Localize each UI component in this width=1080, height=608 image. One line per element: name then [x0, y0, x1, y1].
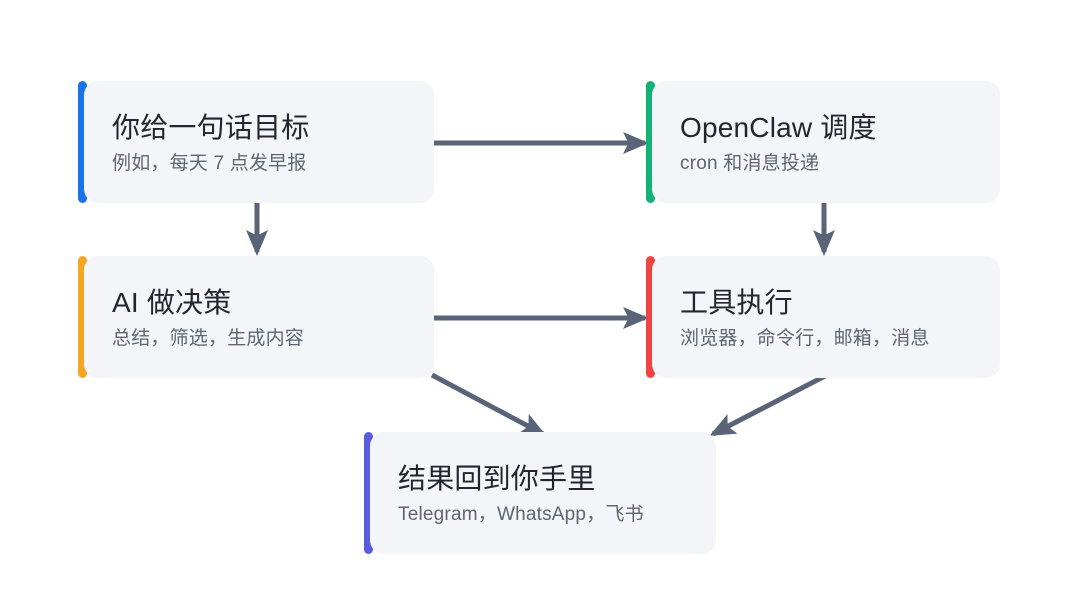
card-schedule-subtitle: cron 和消息投递	[680, 152, 820, 174]
card-tools-title: 工具执行	[680, 286, 793, 318]
card-tools[interactable]: 工具执行 浏览器，命令行，邮箱，消息	[646, 256, 1000, 378]
accent-bar-blue	[78, 81, 87, 203]
card-schedule-title: OpenClaw 调度	[680, 111, 877, 143]
accent-bar-purple	[364, 432, 373, 554]
accent-bar-green	[646, 81, 655, 203]
card-goal-subtitle: 例如，每天 7 点发早报	[112, 152, 307, 174]
card-ai-body: AI 做决策 总结，筛选，生成内容	[84, 256, 434, 378]
connector-ai-to-result	[430, 372, 547, 437]
connector-tools-to-result	[709, 372, 829, 437]
card-ai[interactable]: AI 做决策 总结，筛选，生成内容	[78, 256, 434, 378]
card-tools-subtitle: 浏览器，命令行，邮箱，消息	[680, 327, 930, 349]
card-ai-subtitle: 总结，筛选，生成内容	[112, 327, 305, 349]
card-goal-body: 你给一句话目标 例如，每天 7 点发早报	[84, 81, 434, 203]
card-result-body: 结果回到你手里 Telegram，WhatsApp，飞书	[370, 432, 716, 554]
accent-bar-orange	[78, 256, 87, 378]
card-schedule-body: OpenClaw 调度 cron 和消息投递	[652, 81, 1000, 203]
card-goal[interactable]: 你给一句话目标 例如，每天 7 点发早报	[78, 81, 434, 203]
card-schedule[interactable]: OpenClaw 调度 cron 和消息投递	[646, 81, 1000, 203]
card-result-subtitle: Telegram，WhatsApp，飞书	[398, 503, 644, 525]
accent-bar-red	[646, 256, 655, 378]
card-goal-title: 你给一句话目标	[112, 111, 310, 143]
card-result-title: 结果回到你手里	[398, 462, 596, 494]
card-tools-body: 工具执行 浏览器，命令行，邮箱，消息	[652, 256, 1000, 378]
card-result[interactable]: 结果回到你手里 Telegram，WhatsApp，飞书	[364, 432, 716, 554]
card-ai-title: AI 做决策	[112, 286, 232, 318]
